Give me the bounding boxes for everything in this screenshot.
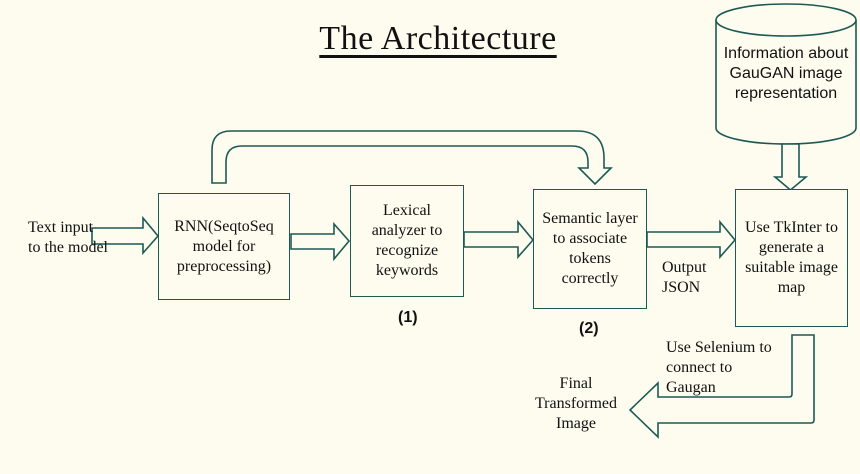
output-json-label: Output JSON [662, 259, 707, 296]
database-label: Information about GauGAN image represent… [723, 45, 849, 102]
arrow-semantic-to-tkinter [646, 219, 737, 260]
arrow-lexical-to-semantic [463, 219, 535, 260]
tkinter-box: Use TkInter to generate a suitable image… [735, 189, 848, 327]
final-image-label: Final Transformed Image [534, 375, 618, 432]
arrow-rnn-to-lexical [290, 221, 351, 262]
rnn-box: RNN(SeqtoSeq model for preprocessing) [158, 193, 290, 300]
step-1-label: (1) [398, 309, 418, 326]
lexical-analyzer-box: Lexical analyzer to recognize keywords [350, 185, 464, 297]
arrow-database-to-tkinter [772, 143, 809, 192]
semantic-layer-box: Semantic layer to associate tokens corre… [533, 189, 647, 309]
selenium-label: Use Selenium to connect to Gaugan [666, 339, 772, 396]
arrow-tkinter-to-final-image [628, 334, 815, 439]
arrow-input-to-rnn [91, 215, 160, 256]
input-label: Text input to the model [28, 219, 108, 256]
page-title: The Architecture [319, 20, 557, 57]
arrow-rnn-bypass-to-semantic [211, 130, 613, 186]
database-cylinder [715, 3, 857, 145]
step-2-label: (2) [579, 320, 599, 337]
